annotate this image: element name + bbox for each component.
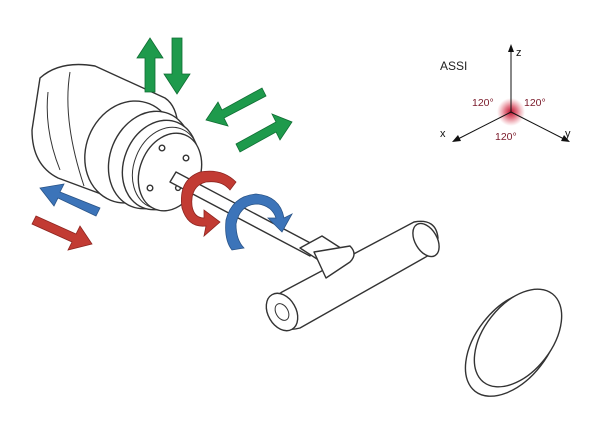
x-axis (455, 111, 512, 141)
x-axis-label: x (440, 128, 446, 140)
z-axis-label: z (516, 47, 522, 59)
axes-title: ASSI (440, 59, 467, 73)
angle-label-right: 120° (524, 97, 546, 109)
curved-arrow-rotation-icon (181, 170, 237, 238)
y-axis-label: y (565, 128, 571, 140)
double-arrow-vertical-icon (136, 37, 191, 95)
coordinate-axes: ASSI z y x 120° 120° 120° (440, 44, 571, 143)
y-axis (510, 111, 567, 141)
angle-label-left: 120° (472, 97, 494, 109)
t-handle (265, 220, 440, 332)
loose-disc (464, 288, 563, 397)
angle-label-bottom: 120° (495, 131, 517, 143)
face-hole (182, 154, 190, 162)
face-hole (158, 144, 166, 152)
double-arrow-diagonal-icon (205, 87, 293, 153)
shaft-rod (169, 171, 317, 257)
double-arrow-axial-icon (31, 183, 101, 251)
curved-arrow-rotation-icon (225, 193, 293, 251)
mechanical-assembly (31, 63, 563, 397)
face-hole (146, 184, 154, 192)
